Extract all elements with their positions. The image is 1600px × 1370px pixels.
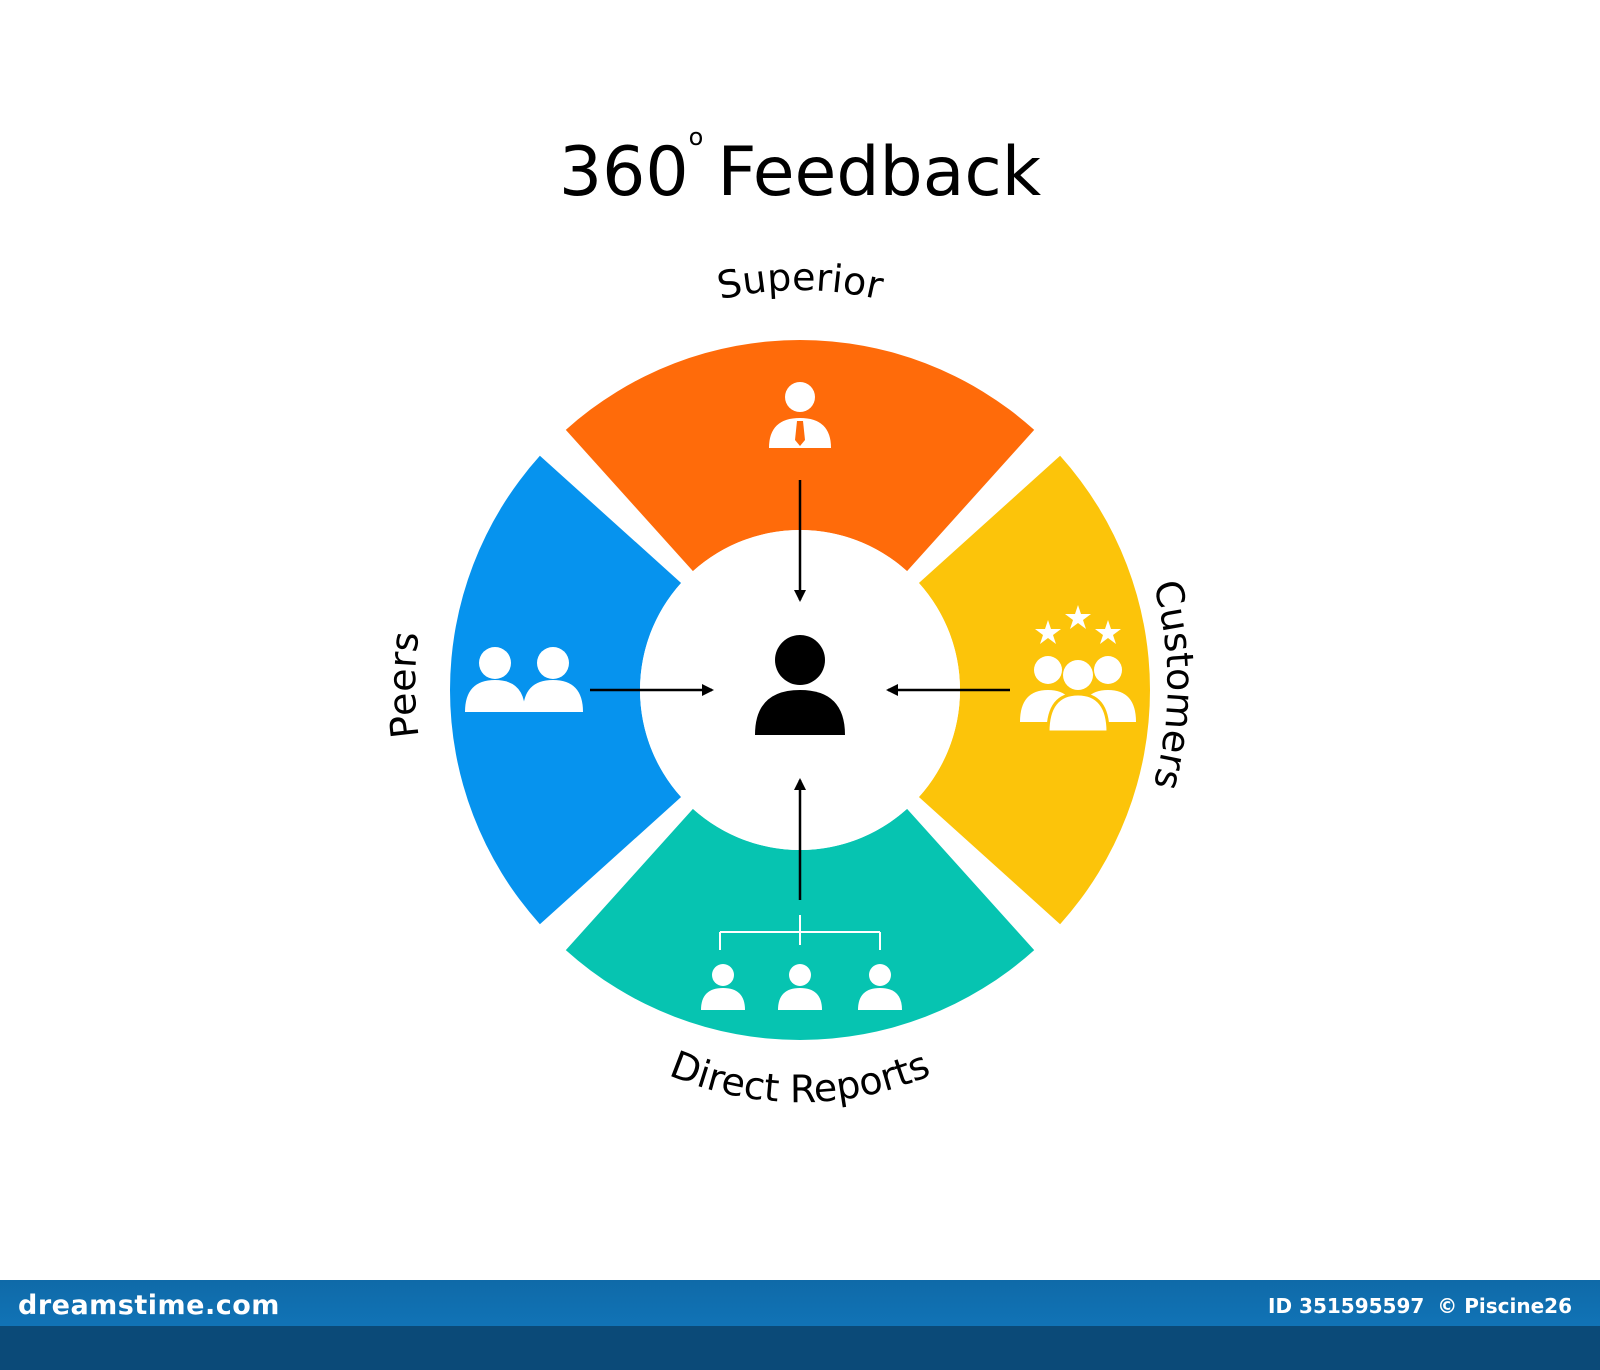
footer-author: © Piscine26 — [1437, 1294, 1572, 1318]
watermark-footer: dreamstime.com ID 351595597 © Piscine26 — [0, 1280, 1600, 1370]
diagram-title: 360o Feedback — [559, 123, 1042, 212]
footer-id: ID 351595597 — [1268, 1294, 1425, 1318]
label-superior: Superior — [713, 255, 887, 308]
direct-reports-org-icon — [701, 915, 902, 1010]
footer-brand: dreamstime.com — [18, 1290, 280, 1321]
label-peers: Peers — [380, 629, 428, 740]
title-number: 360 — [559, 133, 689, 212]
center-person-icon — [755, 635, 845, 735]
label-direct-reports: Direct Reports — [665, 1042, 936, 1111]
customers-rating-icon — [1020, 605, 1136, 734]
segment-customers — [918, 455, 1151, 925]
footer-credit: ID 351595597 © Piscine26 — [1262, 1294, 1572, 1318]
footer-bar: dreamstime.com ID 351595597 © Piscine26 — [0, 1280, 1600, 1326]
title-text: Feedback — [717, 133, 1041, 212]
peers-icon — [465, 647, 583, 712]
segment-superior — [565, 340, 1035, 572]
superior-person-icon — [769, 382, 831, 448]
title-degree: o — [689, 123, 704, 151]
feedback-diagram: 360o Feedback — [380, 123, 1203, 1111]
label-customers: Customers — [1145, 576, 1203, 795]
